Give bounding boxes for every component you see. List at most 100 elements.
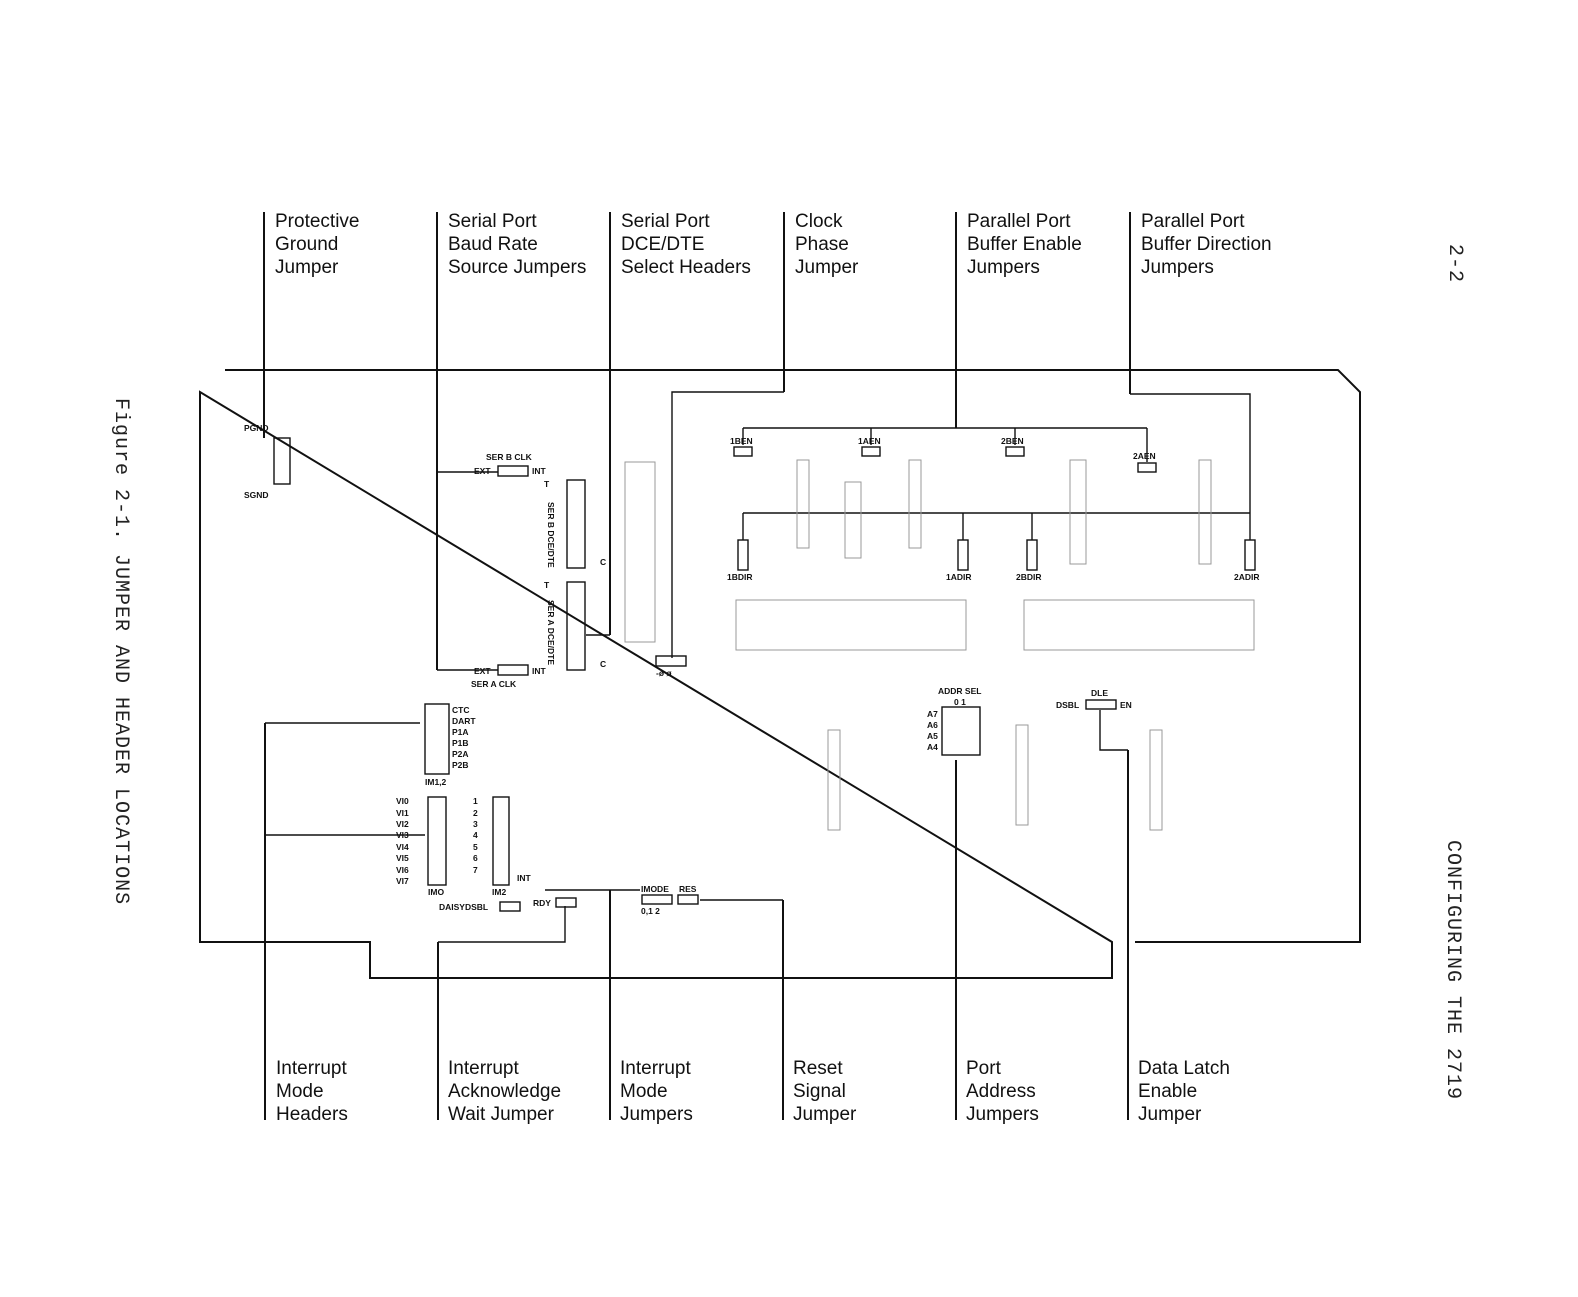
callout-line: Acknowledge [448,1081,562,1102]
label-sgnd: SGND [244,490,269,500]
ic-outline [908,459,922,549]
jumper-1aen [861,446,881,457]
im2-header [492,796,510,886]
callout-line: Phase [795,234,849,255]
callout-line: Wait Jumper [448,1104,554,1125]
label-num-5: 5 [473,842,478,852]
label-vi5: VI5 [396,853,409,863]
ser-b-header [566,479,586,569]
callout-line: Data Latch [1138,1058,1230,1079]
label-daisy: DAISYDSBL [439,902,488,912]
imode-jumper [641,894,673,905]
label-t-b: T [544,479,550,489]
callout-line: Enable [1138,1081,1198,1102]
label-int-b: INT [532,466,547,476]
trace-interrupt-ack [438,906,566,943]
callout-line: Buffer Enable [967,234,1082,255]
label-en: EN [1120,700,1132,710]
callout-line: Jumpers [967,257,1040,278]
callout-clock-phase: Clock Phase Jumper [795,210,858,279]
label-2ben: 2BEN [1001,436,1024,446]
callout-dce-dte: Serial Port DCE/DTE Select Headers [621,210,751,279]
jumper-2bdir [1026,539,1038,571]
callout-line: Protective [275,211,360,232]
callout-line: Ground [275,234,339,255]
label-num-4: 4 [473,830,478,840]
label-rdy: RDY [533,898,551,908]
label-ser-b-clk: SER B CLK [486,452,533,462]
callout-line: Mode [276,1081,324,1102]
callout-line: Interrupt [620,1058,691,1079]
ic-outline [827,729,841,831]
callout-line: Select Headers [621,257,751,278]
label-1bdir: 1BDIR [727,572,753,582]
ser-a-clk-jumper [497,664,529,676]
clock-phase-jumper [655,655,687,667]
callout-line: Jumper [793,1104,857,1125]
label-c-a: C [600,659,606,669]
label-addr-01: 0 1 [954,697,966,707]
callout-line: Address [966,1081,1036,1102]
callout-line: Jumper [795,257,859,278]
callout-interrupt-ack: Interrupt Acknowledge Wait Jumper [448,1057,561,1126]
label-dart: DART [452,716,476,726]
label-c-b: C [600,557,606,567]
board-outline [199,369,1361,979]
ic-outline [1015,724,1029,826]
ser-b-clk-jumper [497,465,529,477]
callout-line: Clock [795,211,843,232]
addr-sel-header [941,706,981,756]
pgnd-jumper [273,437,291,485]
ic-outline [844,481,862,559]
label-im12: IM1,2 [425,777,447,787]
label-ser-a-clk: SER A CLK [471,679,517,689]
label-ser-b-dce: SER B DCE/DTE [546,502,556,568]
trace-clock-phase [671,391,784,658]
label-a6: A6 [927,720,938,730]
ic-outline [796,459,810,549]
jumper-2ben [1005,446,1025,457]
callout-line: Interrupt [448,1058,519,1079]
label-im2: IM2 [492,887,506,897]
callout-line: Buffer Direction [1141,234,1272,255]
im12-header [424,703,450,775]
jumper-2aen [1137,462,1157,473]
trace-buffer-enable [742,427,1148,462]
label-2aen: 2AEN [1133,451,1156,461]
callout-interrupt-mode-headers: Interrupt Mode Headers [276,1057,348,1126]
label-vi4: VI4 [396,842,409,852]
label-addr-sel: ADDR SEL [938,686,981,696]
jumper-1bdir [737,539,749,571]
label-num-2: 2 [473,808,478,818]
label-imode: IMODE [641,884,669,894]
label-num-1: 1 [473,796,478,806]
trace-interrupt-headers [265,722,425,836]
ic-outline [1069,459,1087,565]
label-vi7: VI7 [396,876,409,886]
label-1aen: 1AEN [858,436,881,446]
callout-baud-rate: Serial Port Baud Rate Source Jumpers [448,210,586,279]
callout-line: Jumpers [1141,257,1214,278]
ic-outline [1149,729,1163,831]
callout-line: Baud Rate [448,234,538,255]
callout-reset-signal: Reset Signal Jumper [793,1057,856,1126]
label-pgnd: PGND [244,423,269,433]
label-num-3: 3 [473,819,478,829]
label-1ben: 1BEN [730,436,753,446]
label-a5: A5 [927,731,938,741]
label-phase: -ø ø [656,668,672,678]
callout-buffer-enable: Parallel Port Buffer Enable Jumpers [967,210,1082,279]
label-1adir: 1ADIR [946,572,972,582]
callout-line: Jumpers [966,1104,1039,1125]
label-2adir: 2ADIR [1234,572,1260,582]
label-ext-b: EXT [474,466,491,476]
label-ctc: CTC [452,705,469,715]
label-num-7: 7 [473,865,478,875]
callout-port-address: Port Address Jumpers [966,1057,1039,1126]
callout-protective-ground: Protective Ground Jumper [275,210,359,279]
jumper-1ben [733,446,753,457]
callout-buffer-direction: Parallel Port Buffer Direction Jumpers [1141,210,1272,279]
label-a7: A7 [927,709,938,719]
